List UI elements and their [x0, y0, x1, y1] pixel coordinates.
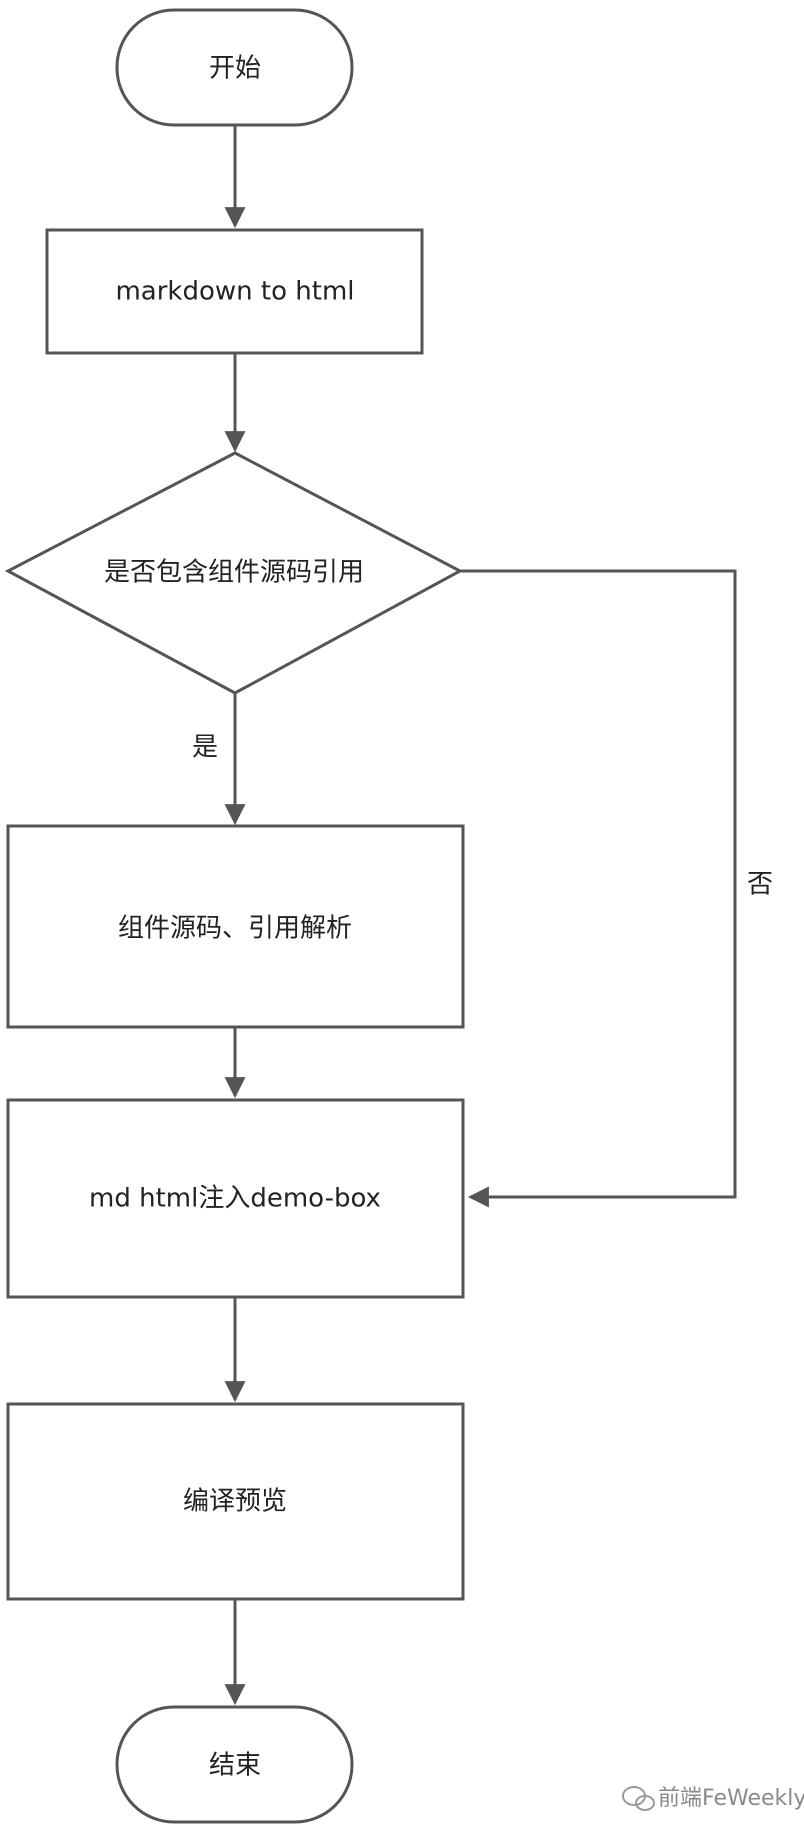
start-label: 开始 — [209, 54, 261, 84]
preview-label: 编译预览 — [183, 1487, 287, 1517]
preview-node — [6, 1402, 465, 1601]
inject-node — [6, 1098, 465, 1299]
convert-label: markdown to html — [115, 277, 354, 307]
edge-decision-no — [460, 569, 737, 1208]
watermark-text: 前端FeWeekly — [658, 1786, 804, 1811]
inject-label: md html注入demo-box — [89, 1184, 381, 1214]
parse-node — [6, 824, 465, 1029]
end-label: 结束 — [209, 1751, 261, 1781]
no-label: 否 — [747, 870, 773, 900]
convert-node — [45, 228, 424, 355]
end-node — [115, 1705, 354, 1824]
parse-label: 组件源码、引用解析 — [118, 914, 352, 944]
yes-label: 是 — [192, 733, 218, 763]
watermark: 前端FeWeekly — [622, 1786, 804, 1811]
decision-label: 是否包含组件源码引用 — [104, 558, 364, 588]
wechat-icon — [622, 1786, 655, 1811]
start-node — [115, 8, 354, 127]
decision-node — [4, 451, 464, 695]
